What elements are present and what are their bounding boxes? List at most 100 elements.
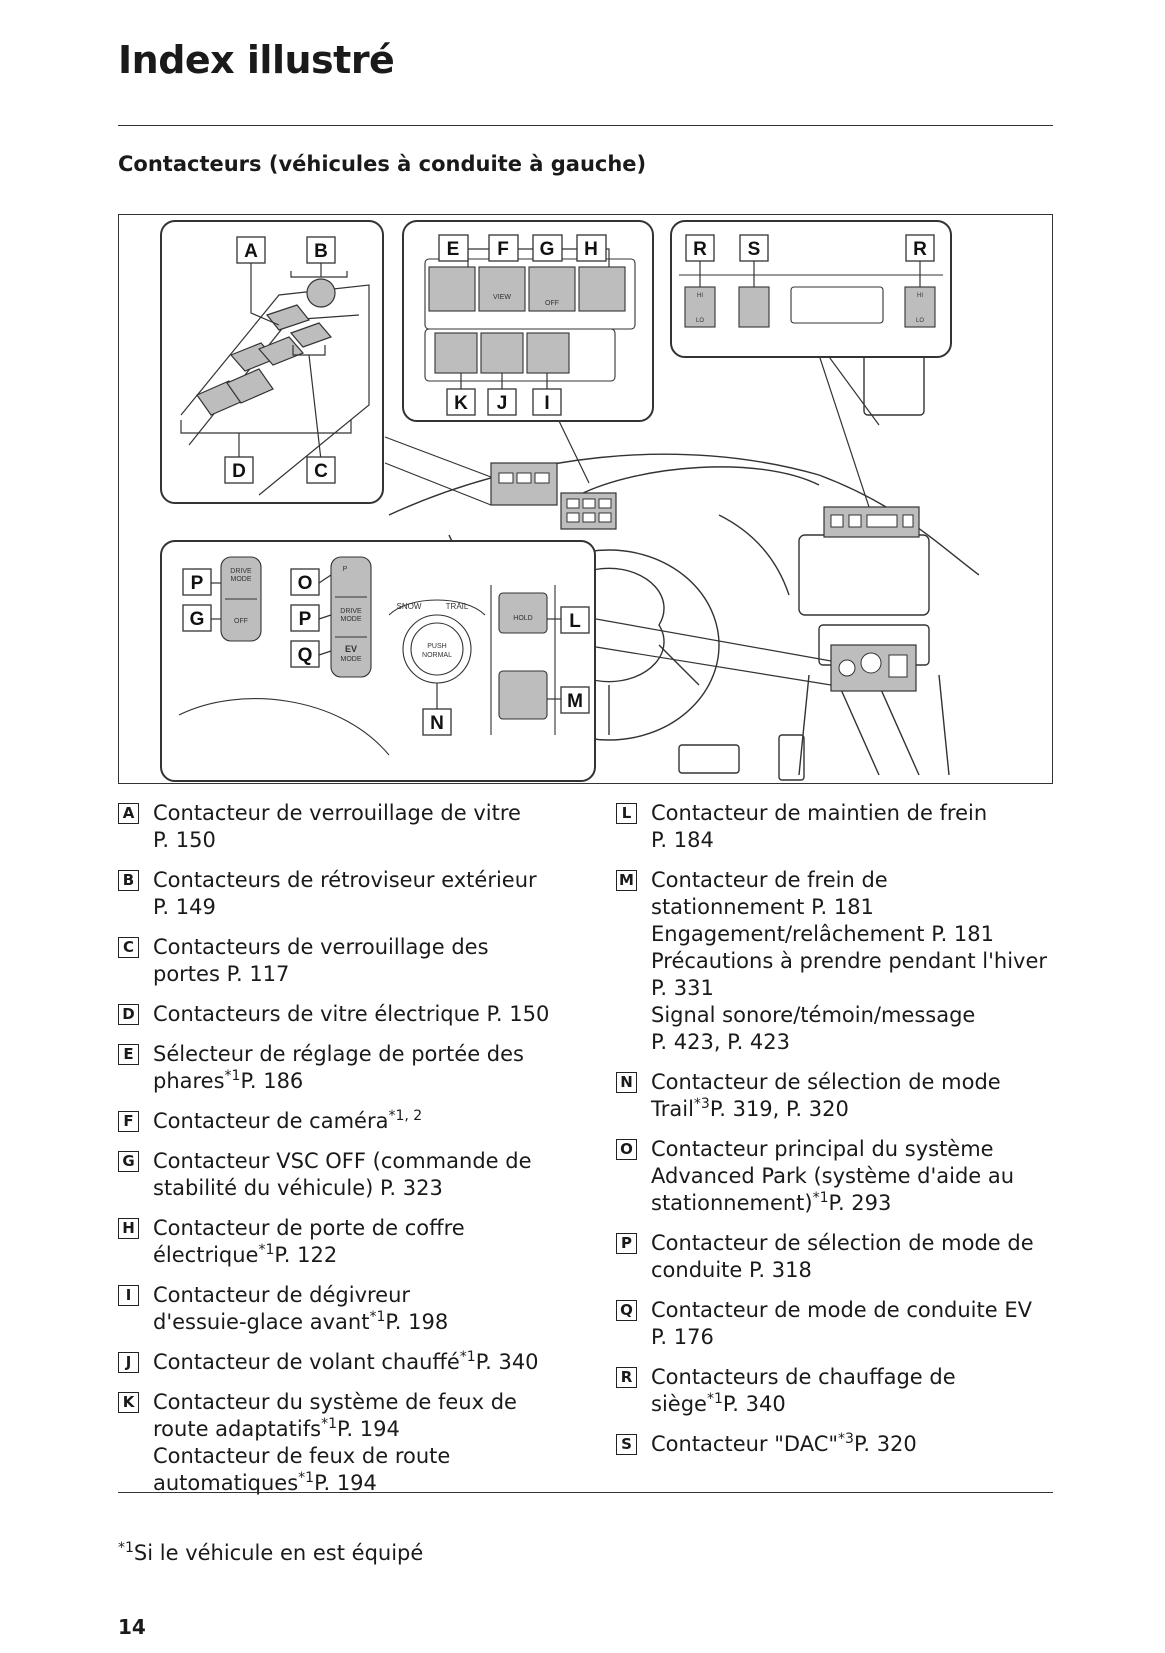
entry-line: P. 176 [651,1324,1056,1351]
callout-G-console: G [190,609,205,630]
entry-line-text: Engagement/relâchement P. 181 [651,922,995,946]
entry-F: F Contacteur de caméra*1, 2 [118,1108,588,1135]
callout-D: D [232,461,246,482]
callout-E: E [447,239,460,260]
footnote-ref: *1 [812,1190,829,1206]
entry-line: Contacteur de volant chauffé*1P. 340 [153,1349,588,1376]
entry-line: Contacteurs de vitre électrique P. 150 [153,1001,588,1028]
entry-line: P. 331 [651,975,1056,1002]
entry-B: B Contacteurs de rétroviseur extérieur P. … [118,867,588,921]
entry-line: Contacteur de porte de coffre [153,1215,588,1242]
entry-text: Contacteurs de rétroviseur extérieur P. 1… [153,867,588,921]
entry-line: stabilité du véhicule) P. 323 [153,1175,588,1202]
callout-P-center: P [299,609,312,630]
callout-G-top: G [540,239,555,260]
entry-key-badge: B [118,870,139,891]
label-push: PUSH [427,643,446,650]
footnote-ref: *3 [838,1431,854,1447]
label-mode-p: MODE [231,576,252,583]
entry-line: automatiques*1P. 194 [153,1470,588,1497]
entry-line: Advanced Park (système d'aide au [651,1163,1056,1190]
entry-key-badge: O [616,1139,637,1160]
page-ref: P. 186 [240,1069,304,1093]
entry-line-text: d'essuie-glace avant [153,1310,370,1334]
switch-illustration: A B C D VIEW OFF E F G H K J I [118,214,1053,784]
entry-line: P. 423, P. 423 [651,1029,1056,1056]
page-ref: P. 340 [722,1392,786,1416]
label-lo-left: LO [696,318,704,324]
footnote-text: Si le véhicule en est équipé [133,1541,424,1565]
entry-line-text: P. 150 [153,828,216,852]
entry-line: Précautions à prendre pendant l'hiver [651,948,1056,975]
entry-line-text: Contacteurs de verrouillage des [153,935,489,959]
entry-line: Contacteur de dégivreur [153,1282,588,1309]
label-trail: TRAIL [446,602,469,611]
entry-line-text: P. 184 [651,828,714,852]
entry-key-badge: F [118,1111,139,1132]
entry-line: Contacteurs de rétroviseur extérieur [153,867,588,894]
entry-key-badge: Q [616,1300,637,1321]
console-switch-panel [160,540,596,782]
entry-line: Trail*3P. 319, P. 320 [651,1096,1056,1123]
footnote-ref: *1 [459,1349,476,1365]
entry-line-text: portes P. 117 [153,962,290,986]
label-drive-p2: DRIVE [340,608,362,615]
entry-line: Sélecteur de réglage de portée des [153,1041,588,1068]
label-mode-q: MODE [341,656,362,663]
entry-line: route adaptatifs*1P. 194 [153,1416,588,1443]
entry-key-badge: L [616,803,637,824]
entry-line-text: P. 149 [153,895,216,919]
entry-line-text: Trail [651,1097,694,1121]
footnote-ref: *3 [693,1096,710,1112]
entry-text: Contacteur de caméra*1, 2 [153,1108,588,1135]
label-lo-right: LO [916,318,924,324]
entry-line: P. 150 [153,827,588,854]
entry-line: stationnement)*1P. 293 [651,1190,1056,1217]
page-ref: P. 340 [475,1350,539,1374]
illustration-svg: A B C D VIEW OFF E F G H K J I [160,220,980,782]
entry-line: Engagement/relâchement P. 181 [651,921,1056,948]
entry-key-badge: E [118,1044,139,1065]
entry-line-text: Contacteurs de chauffage de [651,1365,956,1389]
entry-key-badge: P [616,1233,637,1254]
entry-key-badge: G [118,1151,139,1172]
label-normal: NORMAL [422,652,452,659]
entry-line-text: Contacteur de frein de [651,868,888,892]
entry-key-badge: A [118,803,139,824]
entry-line-text: Contacteur VSC OFF (commande de [153,1149,532,1173]
entry-line: Contacteur "DAC"*3P. 320 [651,1431,1056,1458]
label-p-o: P [343,566,348,573]
entry-line-text: Contacteur de feux de route [153,1444,451,1468]
entry-line-text: route adaptatifs [153,1417,322,1441]
footnote-ref: *1 [298,1470,315,1486]
label-hold: HOLD [513,615,532,622]
entry-line: Contacteurs de verrouillage des [153,934,588,961]
page-ref: P. 122 [274,1243,338,1267]
callout-K: K [454,393,468,414]
entry-line-text: Contacteur principal du système [651,1137,994,1161]
entry-line-text: Contacteur de dégivreur [153,1283,411,1307]
entry-line-text: Contacteurs de rétroviseur extérieur [153,868,537,892]
footnote-ref: *1, 2 [388,1108,423,1124]
entry-line-text: Contacteur du système de feux de [153,1390,517,1414]
callout-S: S [748,239,761,260]
entry-line-text: conduite P. 318 [651,1258,812,1282]
entry-line: Contacteurs de chauffage de [651,1364,1056,1391]
entry-key-badge: R [616,1367,637,1388]
entry-line: électrique*1P. 122 [153,1242,588,1269]
entry-text: Contacteurs de verrouillage des portes P.… [153,934,588,988]
entry-line-text: Précautions à prendre pendant l'hiver [651,949,1048,973]
entry-line-text: Contacteur de volant chauffé [153,1350,460,1374]
